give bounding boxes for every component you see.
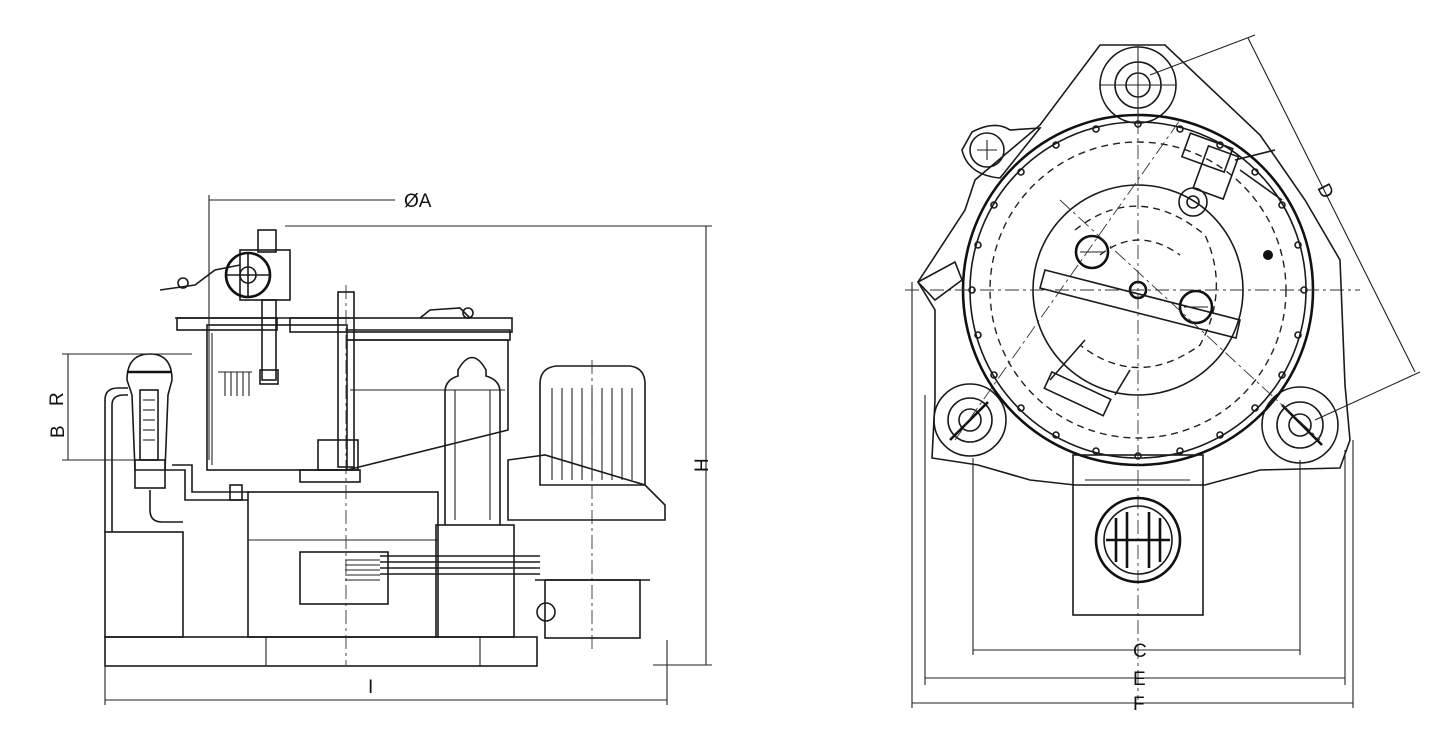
foot-right — [1261, 386, 1339, 464]
left-support — [104, 531, 184, 638]
dim-h: H — [285, 225, 713, 666]
side-view: ØA H B R I — [47, 191, 713, 705]
dim-h-label: H — [692, 458, 713, 472]
dim-e-label: E — [1133, 669, 1146, 690]
base-plate — [104, 636, 538, 667]
frame-outline — [917, 44, 1351, 486]
foot-left — [933, 383, 1007, 457]
dim-c-label: C — [1133, 641, 1147, 662]
discharge-mechanism — [1178, 132, 1283, 217]
dim-i-label: I — [368, 677, 373, 698]
bowl-casing — [206, 324, 348, 471]
dim-f: F — [911, 282, 1354, 715]
column — [444, 356, 501, 525]
discharge-chute — [1072, 454, 1204, 616]
dim-b-small-label: R — [47, 392, 68, 406]
motor-body — [539, 365, 646, 486]
dim-f-label: F — [1133, 694, 1145, 715]
dim-d-label: D — [1313, 180, 1338, 202]
dim-b: B R — [47, 353, 192, 461]
column-base — [435, 524, 515, 638]
dim-c: C — [972, 458, 1301, 662]
brake-assembly — [126, 353, 173, 471]
top-view: D C E F — [905, 34, 1421, 715]
pulley — [299, 551, 389, 605]
lower-motor — [544, 579, 641, 639]
lower-mechanism — [1043, 339, 1131, 417]
outlet-grate-icon — [1094, 496, 1182, 584]
dim-a: ØA — [208, 191, 432, 460]
dim-e: E — [924, 395, 1346, 690]
dim-a-label: ØA — [404, 191, 432, 212]
dim-d: D — [1149, 34, 1421, 421]
dim-b-label: B — [48, 425, 69, 438]
dim-i: I — [104, 640, 668, 705]
lid-plate — [289, 317, 513, 333]
bearing-housing — [247, 491, 439, 638]
